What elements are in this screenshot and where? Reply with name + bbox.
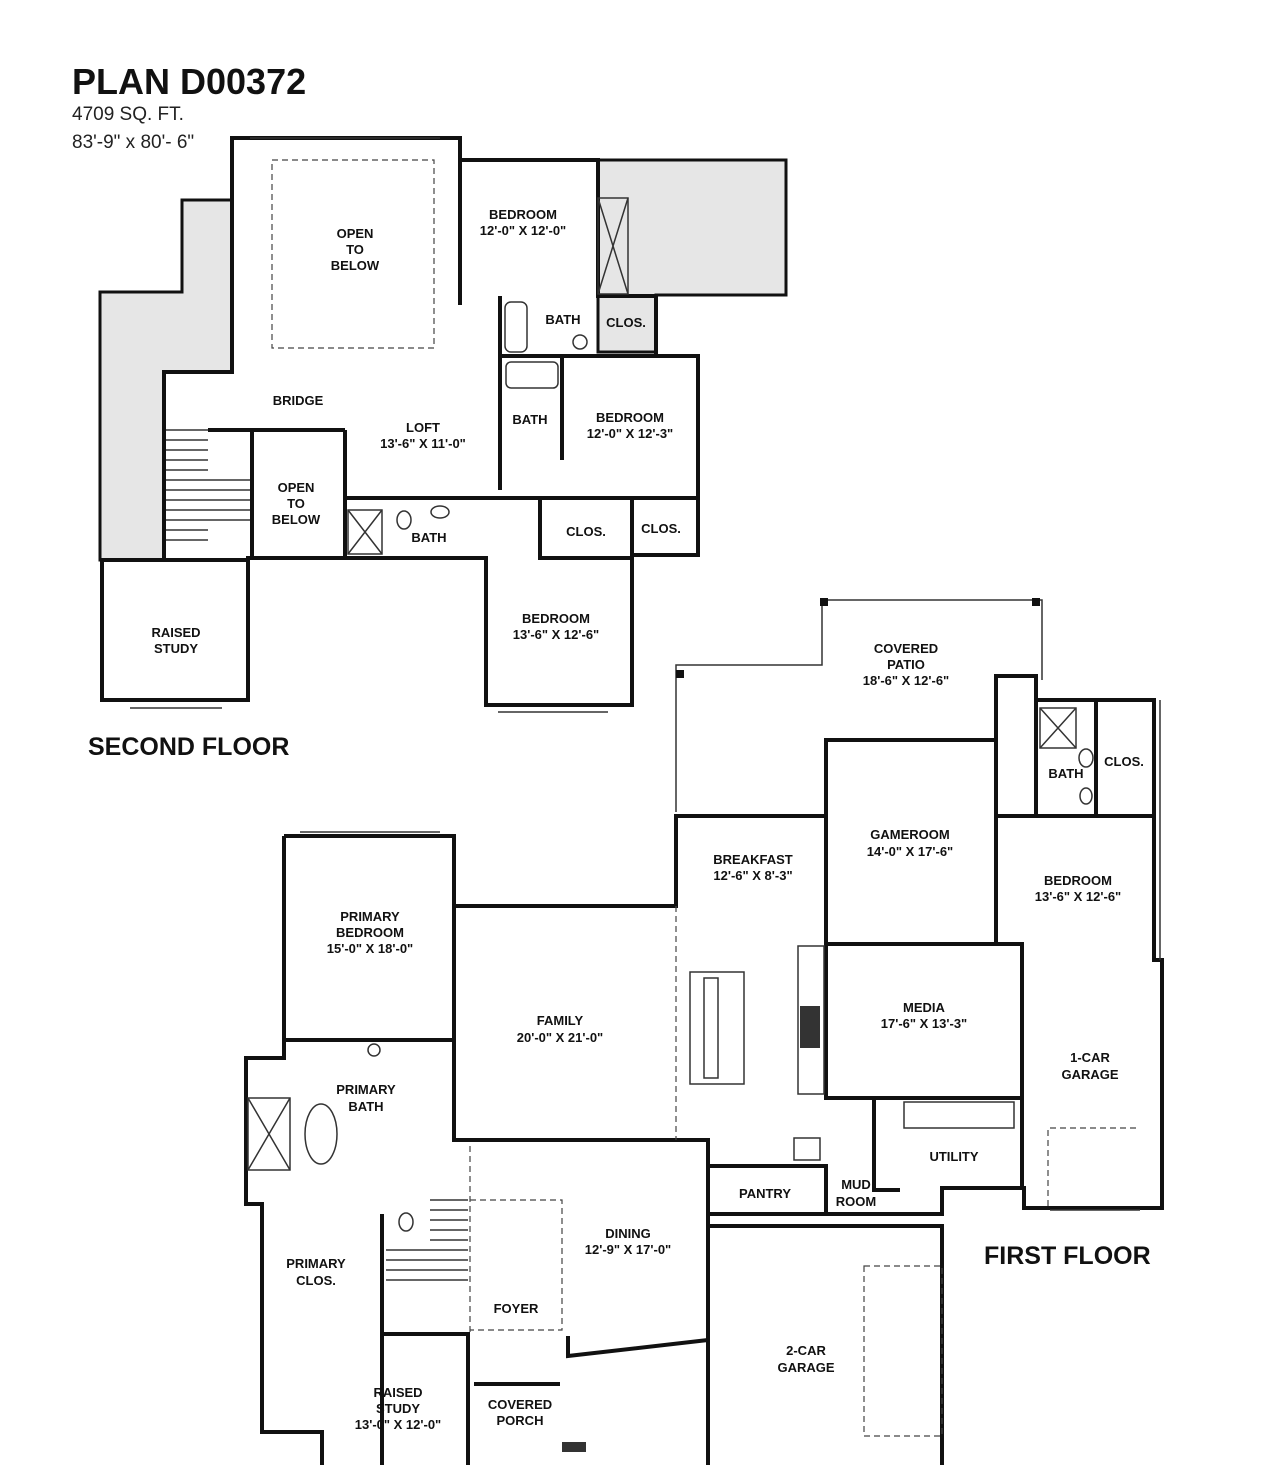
room-label-bath: BATH (545, 312, 580, 327)
toilet-icon (1078, 748, 1094, 768)
toilet-icon (398, 1212, 414, 1232)
sink-icon (430, 505, 450, 519)
room-label-utility: UTILITY (929, 1149, 978, 1164)
kitchen-island (689, 971, 745, 1085)
first-floor-drawing (244, 598, 1164, 1465)
sink-icon (1079, 787, 1093, 805)
plan-title: PLAN D00372 (72, 61, 306, 102)
room-label-bath: BATH (1048, 766, 1083, 781)
stairs-second-floor (166, 429, 250, 541)
first-floor-label: FIRST FLOOR (984, 1242, 1151, 1270)
open-to-below-outline (271, 159, 435, 349)
room-label-bridge: BRIDGE (273, 393, 324, 408)
plan-dimensions: 83'-9" x 80'- 6" (72, 132, 194, 153)
second-floor-label: SECOND FLOOR (88, 733, 289, 761)
room-label-closet: CLOS. (1104, 754, 1144, 769)
room-label-closet: CLOS. (641, 521, 681, 536)
tub-icon (304, 1103, 338, 1165)
tub-icon (505, 361, 559, 389)
room-label-pantry: PANTRY (739, 1186, 791, 1201)
tub-icon (504, 301, 528, 353)
sink-icon (572, 334, 588, 350)
range-icon (800, 1006, 820, 1048)
first-floor-outline-right (284, 674, 1164, 1465)
room-label-bath: BATH (411, 530, 446, 545)
room-label-foyer: FOYER (494, 1301, 539, 1316)
square-footage: 4709 SQ. FT. (72, 104, 184, 125)
room-label-bath: BATH (512, 412, 547, 427)
first-floor-outline-left (244, 836, 324, 1465)
utility-counter (903, 1101, 1015, 1129)
sink-icon (367, 1043, 381, 1057)
toilet-icon (396, 510, 412, 530)
garage-door-outline (863, 1265, 943, 1437)
covered-patio-outline (675, 599, 1043, 812)
room-label-closet: CLOS. (606, 315, 646, 330)
room-label-closet: CLOS. (566, 524, 606, 539)
second-floor-drawing (98, 136, 788, 713)
stairs-first-floor (386, 1199, 468, 1281)
